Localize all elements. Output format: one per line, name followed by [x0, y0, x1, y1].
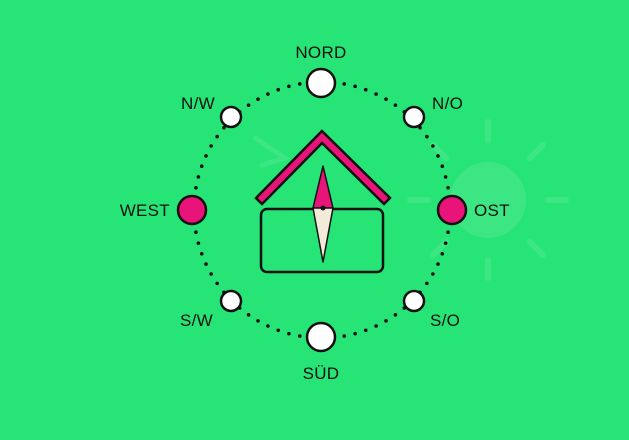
label-north: NORD — [295, 43, 346, 62]
ring-dot — [287, 84, 291, 89]
ring-dot — [363, 87, 368, 92]
label-south: SÜD — [303, 364, 340, 383]
ring-dot — [215, 281, 219, 286]
ring-dot — [256, 97, 260, 101]
arrow-watermark-icon — [252, 135, 291, 168]
ring-dot — [384, 97, 388, 101]
label-south-east: S/O — [430, 311, 460, 330]
ring-dot — [384, 319, 388, 323]
ring-dot — [204, 154, 208, 158]
ring-dot — [215, 134, 219, 139]
sun-watermark-icon — [407, 119, 569, 281]
ring-dot — [204, 262, 208, 266]
needle-north-half — [312, 165, 334, 209]
label-east: OST — [474, 201, 510, 220]
ring-dot — [393, 313, 398, 317]
ring-dot — [276, 87, 281, 92]
ring-dot — [436, 154, 440, 158]
needle-south-half — [312, 207, 334, 263]
point-east — [436, 194, 468, 226]
ring-dot — [297, 82, 302, 86]
compass-needle-icon — [312, 165, 334, 263]
ring-dot — [443, 241, 448, 245]
ring-dot — [446, 185, 450, 190]
ring-dot — [222, 125, 226, 130]
ring-dot — [246, 313, 251, 317]
ring-dot — [440, 164, 445, 169]
ring-dot — [194, 185, 198, 190]
ring-dot — [353, 331, 357, 336]
ring-dot — [196, 241, 201, 245]
point-south-west — [219, 289, 243, 313]
ring-dot — [342, 82, 347, 86]
ring-dot — [446, 230, 450, 235]
ring-dot — [199, 164, 204, 169]
ring-dot — [431, 272, 435, 276]
ring-dot — [256, 319, 260, 323]
direction-labels: NORD N/O OST S/O SÜD S/W WEST N/W — [120, 43, 510, 383]
ring-dot — [266, 92, 270, 96]
ring-dot — [363, 328, 368, 333]
ring-dot — [199, 251, 204, 256]
ring-dot — [425, 281, 429, 286]
ring-dot — [374, 92, 378, 96]
label-north-west: N/W — [181, 94, 215, 113]
point-west — [176, 194, 208, 226]
ring-dot — [374, 324, 378, 328]
ring-dot — [287, 331, 291, 336]
needle-pivot — [320, 205, 326, 211]
ring-dot — [276, 328, 281, 333]
ring-dot — [425, 134, 429, 139]
ring-dot — [266, 324, 270, 328]
ring-dot — [436, 262, 440, 266]
ring-dot — [209, 144, 213, 148]
point-north — [305, 67, 337, 99]
label-north-east: N/O — [432, 94, 463, 113]
label-south-west: S/W — [180, 311, 213, 330]
ring-dot — [194, 230, 198, 235]
point-north-east — [402, 105, 426, 129]
point-north-west — [219, 105, 243, 129]
ring-dot — [246, 103, 251, 107]
ring-dot — [431, 144, 435, 148]
point-south-east — [402, 289, 426, 313]
roof — [257, 132, 389, 203]
ring-dot — [440, 251, 445, 256]
ring-dot — [342, 334, 347, 338]
compass-points — [176, 67, 468, 353]
ring-dot — [209, 272, 213, 276]
point-south — [305, 321, 337, 353]
ring-dot — [196, 175, 201, 179]
ring-dot — [393, 103, 398, 107]
label-west: WEST — [120, 201, 170, 220]
ring-dot — [443, 175, 448, 179]
ring-dot — [353, 84, 357, 89]
ring-dot — [297, 334, 302, 338]
